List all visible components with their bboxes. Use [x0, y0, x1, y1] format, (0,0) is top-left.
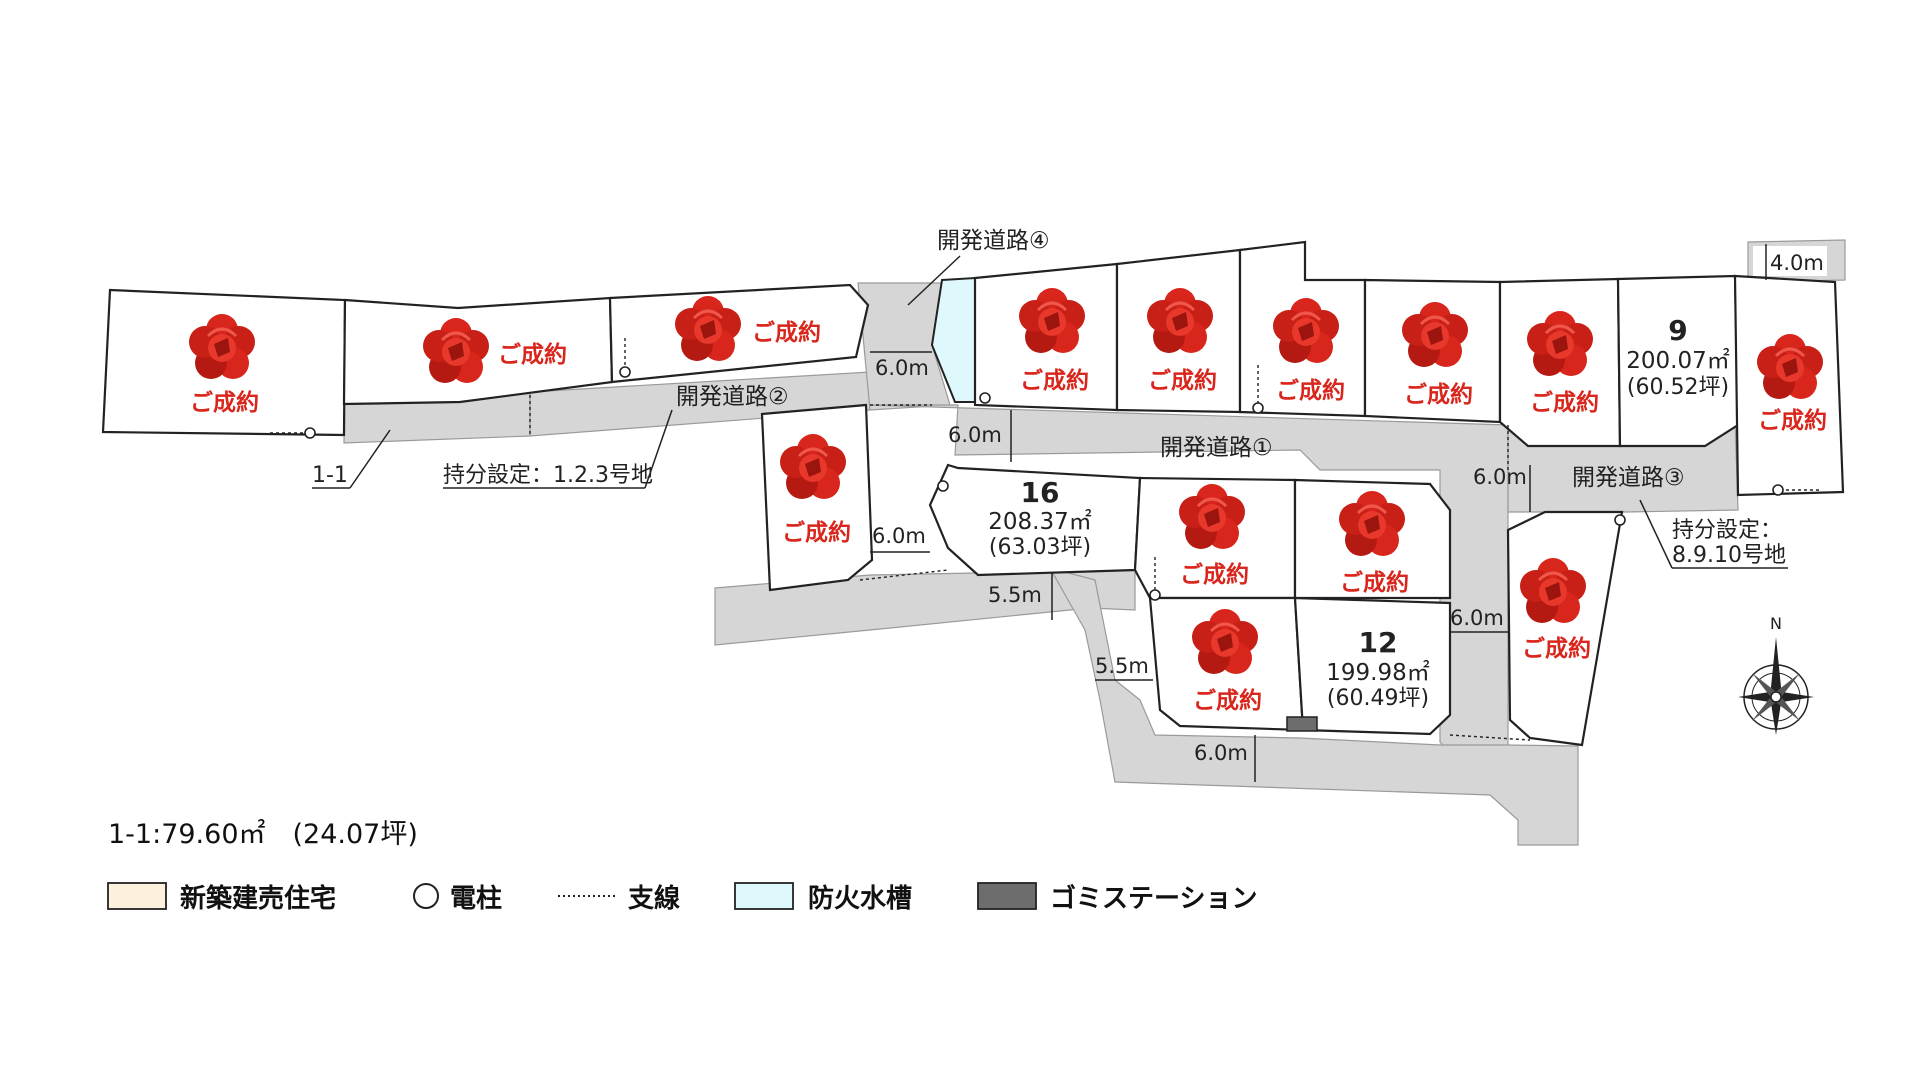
- sold-label-central-b: ご成約: [1340, 569, 1409, 596]
- dim-6-0m-south: 6.0m: [1194, 741, 1248, 765]
- dim-5-5m-b: 5.5m: [1095, 654, 1149, 678]
- guy-wires: [270, 338, 1820, 741]
- dim-6-0m-road4: 6.0m: [875, 356, 929, 380]
- dim-4-0m: 4.0m: [1770, 251, 1824, 275]
- lot-west-of-16[interactable]: [760, 403, 874, 592]
- lot-12-info[interactable]: 12 199.98㎡ (60.49坪): [1326, 626, 1429, 711]
- share-setting-8910-a: 持分設定：: [1672, 518, 1782, 543]
- dimension-markers: 4.0m 6.0m 6.0m 6.0m 5.5m 5.5m 6.0m 6.0m …: [870, 244, 1827, 782]
- sold-label-east: ご成約: [1758, 407, 1827, 434]
- legend-label-pole: 電柱: [450, 884, 502, 914]
- lot-9[interactable]: [1616, 274, 1740, 448]
- compass-north-label: N: [1770, 614, 1782, 633]
- share-labels: 持分設定：1.2.3号地 持分設定： 8.9.10号地 1-1: [312, 409, 1788, 569]
- road-3-label: 開発道路③: [1572, 465, 1685, 491]
- sold-label-lot-3: ご成約: [752, 319, 821, 346]
- legend: 新築建売住宅 電柱 支線 防火水槽 ゴミステーション: [107, 882, 1257, 914]
- dim-6-0m-road1: 6.0m: [948, 423, 1002, 447]
- lot-12-number: 12: [1359, 626, 1398, 659]
- compass-rose-icon: N: [1738, 614, 1814, 735]
- dim-6-0m-east: 6.0m: [1450, 606, 1504, 630]
- plot-1-1-label: 1-1: [312, 463, 348, 488]
- new-house-swatch: [107, 882, 167, 910]
- development-road-4: [857, 282, 951, 411]
- lots: [101, 240, 1845, 747]
- road-1-label: 開発道路①: [1160, 435, 1273, 461]
- lot-16-area: 208.37㎡: [988, 509, 1091, 535]
- sold-label-north-b: ご成約: [1148, 367, 1217, 394]
- lot-12-tsubo: (60.49坪): [1327, 686, 1429, 711]
- dim-6-0m-road3: 6.0m: [1473, 465, 1527, 489]
- lot-16[interactable]: [928, 463, 1142, 577]
- sold-label-central-a: ご成約: [1180, 561, 1249, 588]
- lot-9-info[interactable]: 9 200.07㎡ (60.52坪): [1626, 314, 1729, 400]
- legend-label-garbage: ゴミステーション: [1050, 883, 1257, 914]
- dim-5-5m-a: 5.5m: [988, 583, 1042, 607]
- legend-label-fire-tank: 防火水槽: [808, 884, 912, 914]
- sold-label-north-c: ご成約: [1276, 377, 1345, 404]
- lot-3[interactable]: [608, 283, 870, 384]
- legend-label-new-house: 新築建売住宅: [180, 883, 336, 914]
- lot-16-tsubo: (63.03坪): [989, 535, 1091, 560]
- lot-16-info[interactable]: 16 208.37㎡ (63.03坪): [988, 476, 1091, 560]
- utility-poles: [304, 366, 1784, 601]
- sold-label-west-of-16: ご成約: [782, 519, 851, 546]
- lot-9-area: 200.07㎡: [1626, 348, 1729, 374]
- plot-1-1-area-note: 1-1:79.60㎡ (24.07坪): [108, 819, 418, 850]
- sold-label-central-c: ご成約: [1193, 687, 1262, 714]
- lot-south-east[interactable]: [1506, 510, 1624, 747]
- road-labels: 開発道路④ 開発道路② 開発道路① 開発道路③: [676, 228, 1685, 491]
- share-setting-8910-b: 8.9.10号地: [1672, 543, 1786, 568]
- utility-pole-icon: [413, 883, 439, 909]
- sold-labels: ご成約 ご成約 ご成約 ご成約 ご成約 ご成約 ご成約 ご成約 ご成約 ご成約 …: [190, 319, 1827, 714]
- sold-label-north-e: ご成約: [1530, 389, 1599, 416]
- lot-12[interactable]: [1293, 596, 1452, 736]
- sold-label-north-d: ご成約: [1404, 381, 1473, 408]
- road-south: [1048, 567, 1579, 846]
- development-road-1: [869, 404, 1509, 783]
- sold-label-south-east: ご成約: [1522, 635, 1591, 662]
- lot-16-number: 16: [1021, 476, 1060, 509]
- sold-label-lot-1: ご成約: [190, 389, 259, 416]
- road-4-label: 開発道路④: [937, 228, 1050, 254]
- road-2-label: 開発道路②: [676, 384, 789, 410]
- sold-label-north-a: ご成約: [1020, 367, 1089, 394]
- legend-label-guy-wire: 支線: [628, 883, 680, 914]
- share-setting-123: 持分設定：1.2.3号地: [443, 463, 653, 488]
- garbage-station-swatch: [977, 882, 1037, 910]
- lot-9-number: 9: [1668, 314, 1687, 347]
- lot-9-tsubo: (60.52坪): [1627, 375, 1729, 400]
- dim-6-0m-west: 6.0m: [872, 524, 926, 548]
- fire-tank-swatch: [734, 882, 794, 910]
- lot-12-area: 199.98㎡: [1326, 660, 1429, 686]
- sold-label-lot-2: ご成約: [498, 341, 567, 368]
- fire-tank: [930, 276, 976, 403]
- garbage-station: [1286, 716, 1318, 732]
